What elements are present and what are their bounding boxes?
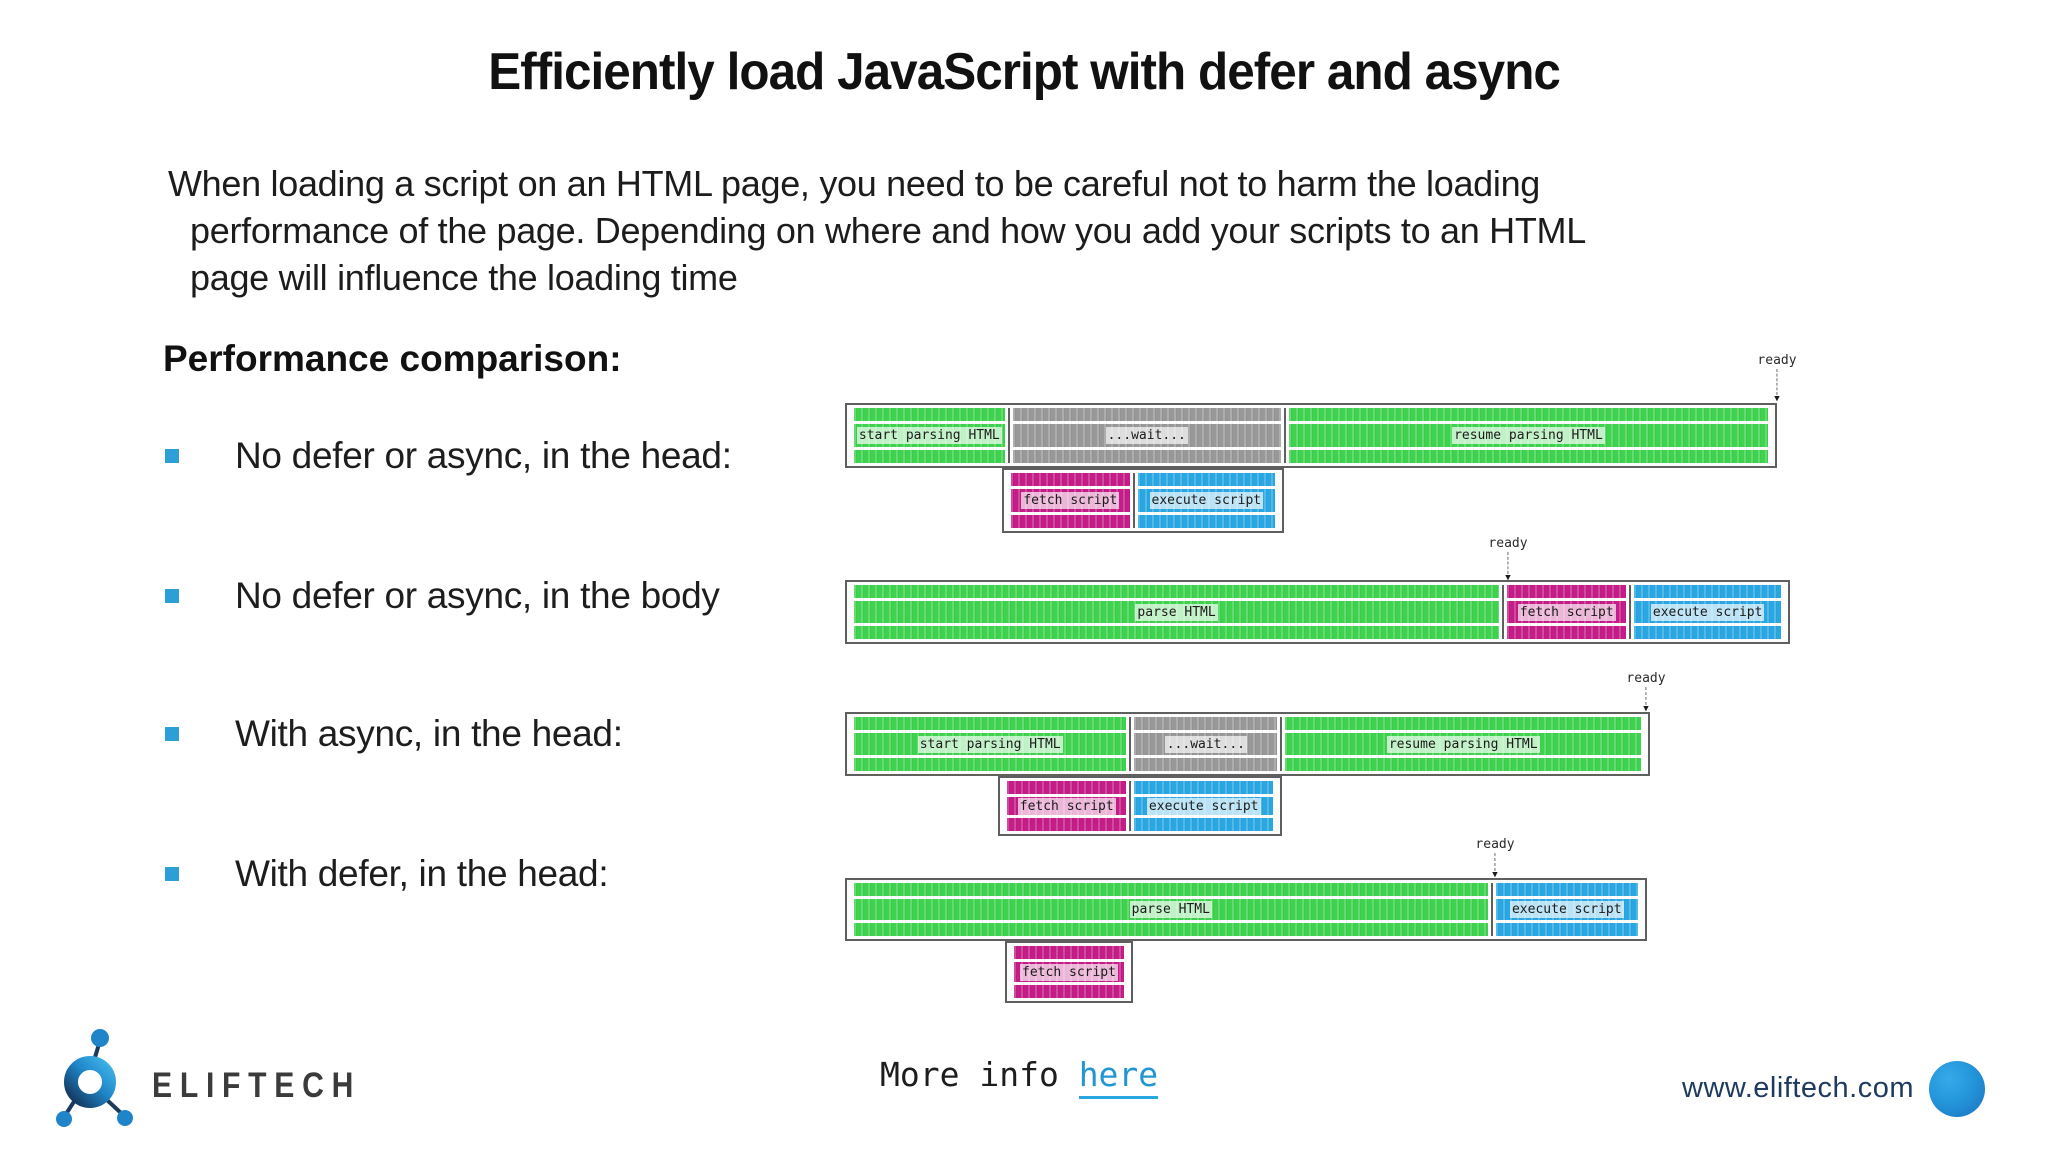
- timeline-segment: start parsing HTML: [851, 717, 1132, 771]
- timeline-segment: resume parsing HTML: [1286, 408, 1771, 463]
- timeline-bar-label: execute script: [1509, 901, 1624, 918]
- timeline-row-async-head: start parsing HTML ...wait... resume parsi…: [845, 712, 1650, 776]
- timeline-segment: fetch script: [1011, 946, 1127, 998]
- timeline-bar-gray: ...wait...: [1012, 408, 1281, 463]
- timeline-bar-label: fetch script: [1020, 963, 1118, 981]
- intro-line: performance of the page. Depending on wh…: [190, 210, 1586, 251]
- ready-arrow-icon: ▼: [1492, 870, 1498, 880]
- timeline-bar-label: start parsing HTML: [917, 735, 1063, 753]
- timeline-bar-label: ...wait...: [1105, 427, 1188, 444]
- timeline-row-no-defer-async-head: fetch script execute script: [1002, 468, 1284, 533]
- more-info-text: More info: [880, 1055, 1079, 1094]
- timeline-row-async-head: fetch script execute script: [998, 776, 1282, 836]
- bullet-item: No defer or async, in the body: [165, 570, 720, 622]
- timeline-segment: ...wait...: [1131, 717, 1283, 771]
- timeline-bar-green: start parsing HTML: [854, 717, 1127, 771]
- timeline-bar-blue: execute script: [1634, 585, 1781, 639]
- timeline-segment: execute script: [1493, 883, 1641, 936]
- bullet-label: No defer or async, in the body: [235, 575, 720, 616]
- intro-line: When loading a script on an HTML page, y…: [168, 163, 1541, 204]
- timeline-bar-label: start parsing HTML: [856, 427, 1002, 444]
- timeline-segment: ...wait...: [1010, 408, 1286, 463]
- timeline-bar-label: execute script: [1146, 797, 1261, 815]
- ready-arrow-icon: ▼: [1643, 704, 1649, 714]
- timeline-segment: execute script: [1135, 473, 1278, 528]
- timeline-bar-blue: execute script: [1137, 473, 1275, 528]
- timeline-bar-magenta: fetch script: [1011, 473, 1130, 528]
- timeline-bar-blue: execute script: [1134, 781, 1273, 831]
- page-title: Efficiently load JavaScript with defer a…: [488, 43, 1561, 101]
- timeline-row-defer-head: fetch script: [1005, 941, 1133, 1003]
- timeline-row-defer-head: parse HTML execute script: [845, 878, 1647, 941]
- timeline-segment: parse HTML: [851, 883, 1493, 936]
- timeline-segment: execute script: [1131, 781, 1276, 831]
- timeline-row-no-defer-async-body: parse HTML fetch script execute script: [845, 580, 1790, 644]
- timeline-bar-label: ...wait...: [1164, 735, 1247, 753]
- ready-label: ready: [1626, 671, 1666, 686]
- timeline-bar-label: parse HTML: [1135, 603, 1218, 621]
- timeline-bar-green: parse HTML: [854, 883, 1488, 936]
- bullet-item: With async, in the head:: [165, 708, 623, 760]
- timeline-bar-blue: execute script: [1495, 883, 1638, 936]
- timeline-segment: parse HTML: [851, 585, 1505, 639]
- timeline-bar-label: execute script: [1650, 603, 1765, 621]
- eliftech-logo-icon: [56, 1029, 133, 1127]
- more-info-link[interactable]: here: [1078, 1055, 1159, 1099]
- timeline-bar-gray: ...wait...: [1134, 717, 1278, 771]
- timeline-bar-label: execute script: [1149, 492, 1264, 509]
- ready-marker: ready ▼: [1488, 536, 1528, 583]
- website-url: www.eliftech.com: [1682, 1072, 1915, 1104]
- timeline-row-no-defer-async-head: start parsing HTML ...wait... resume parsi…: [845, 403, 1777, 468]
- more-info: More info here: [880, 1055, 1159, 1099]
- timeline-bar-label: resume parsing HTML: [1386, 735, 1540, 753]
- section-heading: Performance comparison:: [163, 338, 622, 379]
- ready-marker: ready ▼: [1626, 671, 1666, 714]
- brand-wordmark: ELIFTECH: [152, 1066, 362, 1105]
- ready-marker: ready ▼: [1475, 837, 1515, 880]
- bullet-item: With defer, in the head:: [165, 848, 609, 900]
- bullet-square-icon: [165, 589, 179, 603]
- ready-marker: ready ▼: [1757, 353, 1797, 404]
- timeline-bar-label: fetch script: [1021, 492, 1120, 509]
- ready-arrow-icon: ▼: [1774, 394, 1780, 404]
- bullet-label: With defer, in the head:: [235, 853, 609, 894]
- timeline-bar-green: parse HTML: [854, 585, 1500, 639]
- intro-line: page will influence the loading time: [190, 257, 738, 298]
- timeline-bar-green: resume parsing HTML: [1288, 408, 1768, 463]
- bullet-label: No defer or async, in the head:: [235, 435, 732, 476]
- timeline-segment: start parsing HTML: [851, 408, 1010, 463]
- timeline-bar-label: fetch script: [1017, 797, 1116, 815]
- accent-circle: [1929, 1061, 1985, 1117]
- intro-paragraph: When loading a script on an HTML page, y…: [168, 160, 1586, 301]
- bullet-label: With async, in the head:: [235, 713, 623, 754]
- timeline-segment: execute script: [1631, 585, 1784, 639]
- bullet-square-icon: [165, 727, 179, 741]
- timeline-bar-green: resume parsing HTML: [1285, 717, 1641, 771]
- timeline-bar-green: start parsing HTML: [854, 408, 1005, 463]
- bullet-item: No defer or async, in the head:: [165, 430, 732, 482]
- timeline-bar-magenta: fetch script: [1507, 585, 1627, 639]
- ready-label: ready: [1488, 536, 1528, 551]
- timeline-bar-magenta: fetch script: [1014, 946, 1124, 998]
- timeline-segment: fetch script: [1504, 585, 1632, 639]
- title-wrap: Efficiently load JavaScript with defer a…: [0, 42, 2048, 102]
- bullet-square-icon: [165, 867, 179, 881]
- timeline-bar-label: fetch script: [1517, 603, 1616, 621]
- timeline-segment: resume parsing HTML: [1282, 717, 1644, 771]
- timeline-bar-magenta: fetch script: [1007, 781, 1127, 831]
- bullet-square-icon: [165, 449, 179, 463]
- ready-arrow-icon: ▼: [1505, 573, 1511, 583]
- ready-label: ready: [1757, 353, 1797, 368]
- timeline-bar-label: resume parsing HTML: [1452, 427, 1605, 444]
- timeline-bar-label: parse HTML: [1129, 901, 1212, 918]
- timeline-segment: fetch script: [1004, 781, 1132, 831]
- timeline-segment: fetch script: [1008, 473, 1135, 528]
- ready-label: ready: [1475, 837, 1515, 852]
